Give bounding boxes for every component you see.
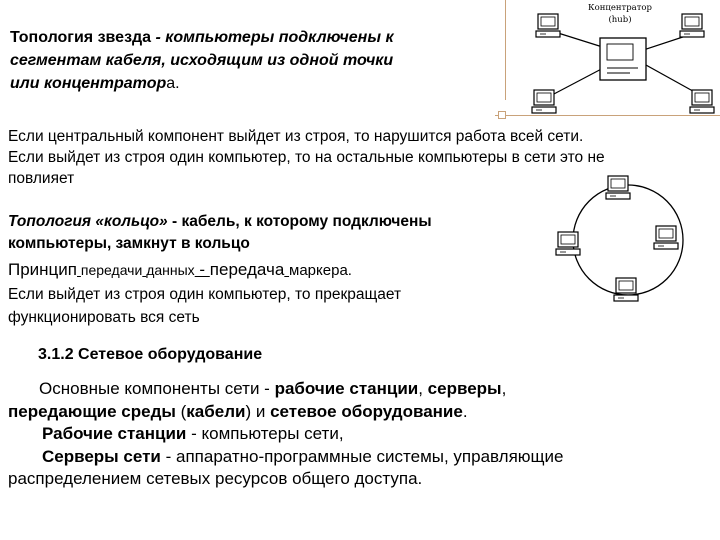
ring-heading-line1: Топология «кольцо» - кабель, к которому … [8, 211, 518, 233]
ring-heading-italic: Топология «кольцо» [8, 213, 168, 230]
star-heading-line3-a: или концентратор [10, 75, 167, 92]
principle-word: маркера. [289, 262, 352, 279]
star-heading-line1: Топология звезда - компьютеры подключены… [10, 26, 500, 49]
p2-f: . [462, 401, 468, 421]
section-para5: распределением сетевых ресурсов общего д… [8, 469, 423, 488]
section-para4: Серверы сети - аппаратно-программные сис… [8, 446, 713, 469]
ring-failure-text: Если выйдет из строя один компьютер, то … [8, 283, 528, 329]
p2-e: сетевое оборудование [270, 401, 463, 421]
computer-icon [653, 225, 679, 250]
star-heading-rest: - компьютеры подключены к [151, 29, 394, 46]
principle-word: Принцип [8, 260, 77, 279]
star-heading-line2: сегментам кабеля, исходящим из одной точ… [10, 52, 394, 69]
decor-square [498, 111, 506, 119]
p1-e: , [501, 379, 507, 398]
p2-c: кабели [186, 401, 246, 421]
p2-a: передающие среды [8, 401, 176, 421]
p4-b: - аппаратно-программные системы, управля… [160, 446, 564, 466]
p1-a: Основные компоненты сети - [39, 379, 275, 398]
p4-a: Серверы сети [42, 446, 161, 466]
section-body: Основные компоненты сети - рабочие станц… [8, 378, 713, 491]
section-para3: Рабочие станции - компьютеры сети, [8, 423, 713, 446]
star-heading-line3-b: а. [166, 75, 180, 92]
section-para1: Основные компоненты сети - рабочие станц… [8, 378, 713, 401]
p1-b: рабочие станции [274, 379, 419, 398]
computer-icon [679, 13, 705, 38]
principle-dash: - [194, 260, 210, 279]
ring-failure-line2: функционировать вся сеть [8, 309, 200, 326]
p3-b: - компьютеры сети, [186, 424, 344, 443]
section-para2: передающие среды (кабели) и сетевое обор… [8, 401, 713, 424]
decor-horizontal-line [495, 115, 720, 116]
hub-label-line2: (hub) [608, 14, 631, 25]
star-heading-line3: или концентратора. [10, 72, 500, 95]
p2-b: ( [175, 401, 187, 421]
section-title: 3.1.2 Сетевое оборудование [38, 346, 263, 363]
computer-icon [613, 277, 639, 302]
ring-heading-line2: компьютеры, замкнут в кольцо [8, 235, 250, 252]
p3-a: Рабочие станции [42, 424, 187, 443]
p1-c: , [418, 379, 428, 398]
computer-icon [535, 13, 561, 38]
computer-icon [689, 89, 715, 114]
computer-icon [605, 175, 631, 200]
star-failure-text: Если центральный компонент выйдет из стр… [8, 126, 713, 189]
principle-word: передачи [80, 262, 143, 278]
ring-heading: Топология «кольцо» - кабель, к которому … [8, 211, 518, 255]
ring-topology-diagram [555, 175, 684, 302]
hub-icon [599, 37, 647, 81]
star-topology-diagram: Концентратор (hub) [531, 3, 715, 114]
computer-icon [531, 89, 557, 114]
principle-word: передача [209, 260, 285, 279]
ring-principle: Принцип передачи данных - передача марке… [8, 259, 528, 282]
star-heading-bold: Топология звезда [10, 29, 152, 46]
star-failure-line1: Если центральный компонент выйдет из стр… [8, 128, 584, 145]
hub-label-line1: Концентратор [588, 3, 653, 13]
star-failure-line3: повлияет [8, 170, 75, 187]
ring-heading-rest: - кабель, к которому подключены [167, 213, 432, 230]
computer-icon [555, 231, 581, 256]
decor-vertical-line [505, 0, 506, 100]
p2-d: ) и [245, 401, 271, 421]
principle-word: данных [146, 262, 195, 278]
star-heading: Топология звезда - компьютеры подключены… [10, 26, 500, 95]
star-failure-line2: Если выйдет из строя один компьютер, то … [8, 149, 605, 166]
ring-failure-line1: Если выйдет из строя один компьютер, то … [8, 286, 402, 303]
p1-d: серверы [427, 379, 502, 398]
